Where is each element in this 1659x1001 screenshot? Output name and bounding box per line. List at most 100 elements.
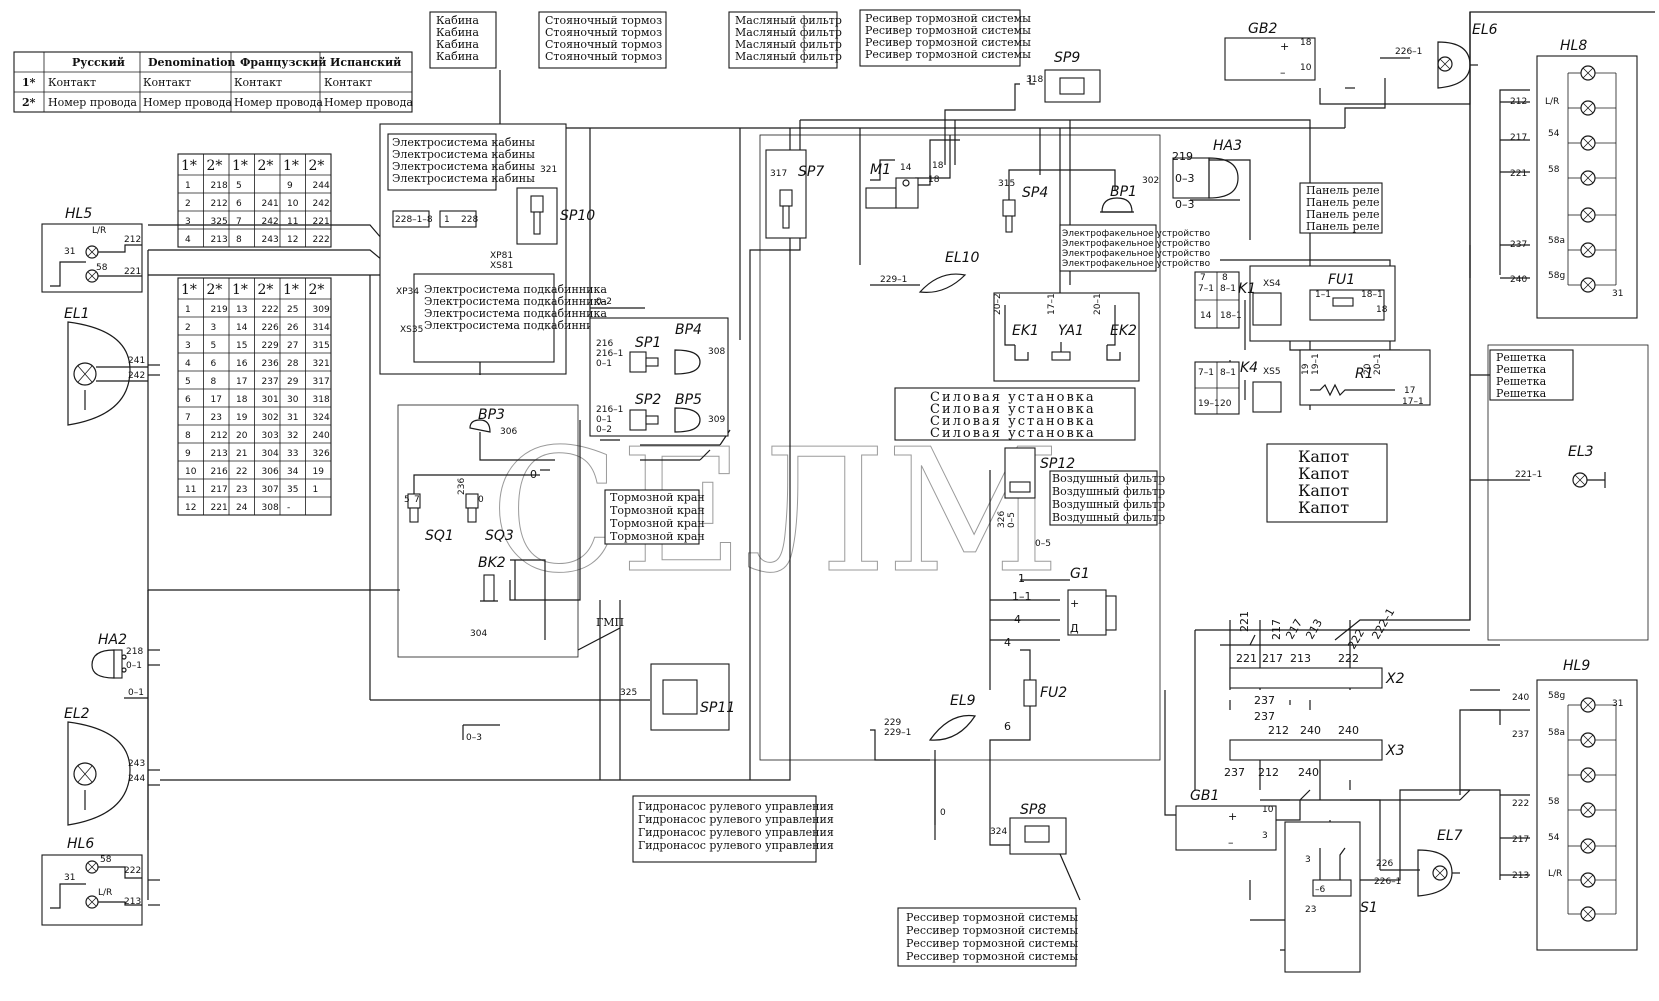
svg-text:244: 244 [128,774,145,784]
svg-text:1–1: 1–1 [1315,290,1331,300]
svg-text:212: 212 [1258,766,1279,779]
svg-text:EL1: EL1 [64,306,90,322]
relay-k1-block: 7 8 7–1 8–1 14 18–1 K1 XS4 FU1 1–1 18–1 … [1194,265,1396,342]
svg-text:Панель реле: Панель реле [1306,196,1380,209]
svg-text:K1: K1 [1238,281,1256,297]
svg-text:Решетка: Решетка [1496,375,1547,388]
svg-text:218: 218 [126,647,143,657]
svg-text:R1: R1 [1355,366,1374,382]
connector-table-1-cell: 8 [236,235,242,245]
svg-text:8–1: 8–1 [1220,284,1236,294]
connector-table-2-cell: 3 [185,341,191,351]
connector-table-1-header-1: 2* [207,158,223,174]
svg-text:Кабина: Кабина [436,26,479,39]
connector-table-1-header-5: 2* [309,158,325,174]
cab-electrics-block: Электросистема кабины Электросистема каб… [379,123,607,375]
connector-table-2-cell: 13 [236,305,247,315]
connector-table-1-cell: 242 [313,199,330,209]
svg-text:XP81: XP81 [490,251,513,261]
svg-text:SP4: SP4 [1022,185,1048,201]
svg-text:4: 4 [1004,636,1011,649]
lamp-hl6: HL6 58 L/R 31 222 213 [41,836,143,926]
svg-text:18: 18 [932,161,944,171]
svg-text:SP9: SP9 [1054,50,1080,66]
svg-text:20: 20 [1363,363,1373,375]
svg-text:213: 213 [124,897,141,907]
svg-text:213: 213 [1290,652,1311,665]
connector-table-1-cell: 4 [185,235,191,245]
svg-text:31: 31 [1612,289,1623,299]
svg-text:L/R: L/R [98,888,112,898]
svg-text:8–1: 8–1 [1220,368,1236,378]
svg-text:213: 213 [1303,617,1325,642]
svg-text:20–1: 20–1 [1093,293,1103,315]
svg-text:243: 243 [128,759,145,769]
svg-text:Панель реле: Панель реле [1306,220,1380,233]
wiring-lines [147,11,1655,951]
svg-text:221: 221 [124,267,141,277]
legend-header-denom: Denomination [148,56,235,69]
svg-text:1: 1 [1018,572,1025,585]
connector-table-2-header-4: 1* [283,282,299,298]
svg-text:19: 19 [1301,363,1311,375]
svg-text:Тормозной кран: Тормозной кран [610,530,705,543]
connector-table-2-cell: 27 [287,341,298,351]
svg-text:306: 306 [500,427,517,437]
svg-text:Масляный фильтр: Масляный фильтр [735,14,842,27]
connector-table-2-cell: 216 [211,467,228,477]
svg-text:237: 237 [1224,766,1245,779]
label-steering-pump: Гидронасос рулевого управления Гидронасо… [632,795,834,863]
connector-table-2-cell: 14 [236,323,248,333]
svg-text:3: 3 [1262,831,1268,841]
svg-text:1–1: 1–1 [1012,590,1032,603]
label-hood: Капот Капот Капот Капот [1266,443,1388,523]
connector-table-1-cell: 243 [262,235,279,245]
legend-row2-fr: Номер провода [234,96,323,109]
connector-table-2-cell: 236 [262,359,279,369]
connector-table-2-cell: 307 [262,485,279,495]
svg-text:HA3: HA3 [1213,138,1242,154]
power-unit: Силовая установка Силовая установка Сило… [759,134,1161,761]
svg-text:1: 1 [444,215,450,225]
battery-gb1: GB1 + – 10 3 [1175,788,1277,851]
connector-table-2-cell: 17 [211,395,222,405]
svg-text:Стояночный тормоз: Стояночный тормоз [545,38,662,51]
sensor-sp11: SP11 325 0–3 [466,663,735,743]
svg-text:Панель реле: Панель реле [1306,208,1380,221]
svg-text:Воздушный фильтр: Воздушный фильтр [1052,498,1165,511]
connector-table-2-cell: 8 [185,431,191,441]
svg-text:HL8: HL8 [1560,38,1587,54]
svg-text:Тормозной кран: Тормозной кран [610,504,705,517]
svg-text:Стояночный тормоз: Стояночный тормоз [545,14,662,27]
svg-text:212: 212 [1510,97,1527,107]
connector-table-1-cell: 11 [287,217,298,227]
svg-text:HL5: HL5 [65,206,92,222]
svg-text:XS35: XS35 [400,325,423,335]
svg-text:0–5: 0–5 [1007,512,1017,528]
connector-table-2-cell: 3 [211,323,217,333]
svg-text:221: 221 [1510,169,1527,179]
headlamp-el2: EL2 243 244 [64,706,145,826]
svg-text:58a: 58a [1548,236,1565,246]
svg-text:+: + [1070,597,1079,610]
svg-text:19–1: 19–1 [1198,399,1220,409]
svg-text:Кабина: Кабина [436,14,479,27]
connector-table-2-cell: 19 [313,467,325,477]
svg-text:Капот: Капот [1298,447,1349,466]
svg-text:237: 237 [1510,240,1527,250]
connector-table-2-cell: 9 [185,449,191,459]
svg-text:Силовая установка: Силовая установка [930,402,1096,417]
connector-table-2-cell: 314 [313,323,330,333]
svg-text:18: 18 [928,175,940,185]
svg-text:5: 5 [404,495,410,505]
connector-x3: X3 237 237 212 240 240 237 212 240 [1224,694,1405,779]
connector-table-2-cell: 306 [262,467,279,477]
svg-text:228–1–8: 228–1–8 [395,215,433,225]
svg-text:17–1: 17–1 [1402,397,1424,407]
svg-text:EL6: EL6 [1472,22,1498,38]
svg-text:EL3: EL3 [1568,444,1594,460]
svg-text:Кабина: Кабина [436,50,479,63]
svg-text:18: 18 [1300,38,1312,48]
connector-table-1-cell: 222 [313,235,330,245]
connector-table-2-cell: 8 [211,377,217,387]
